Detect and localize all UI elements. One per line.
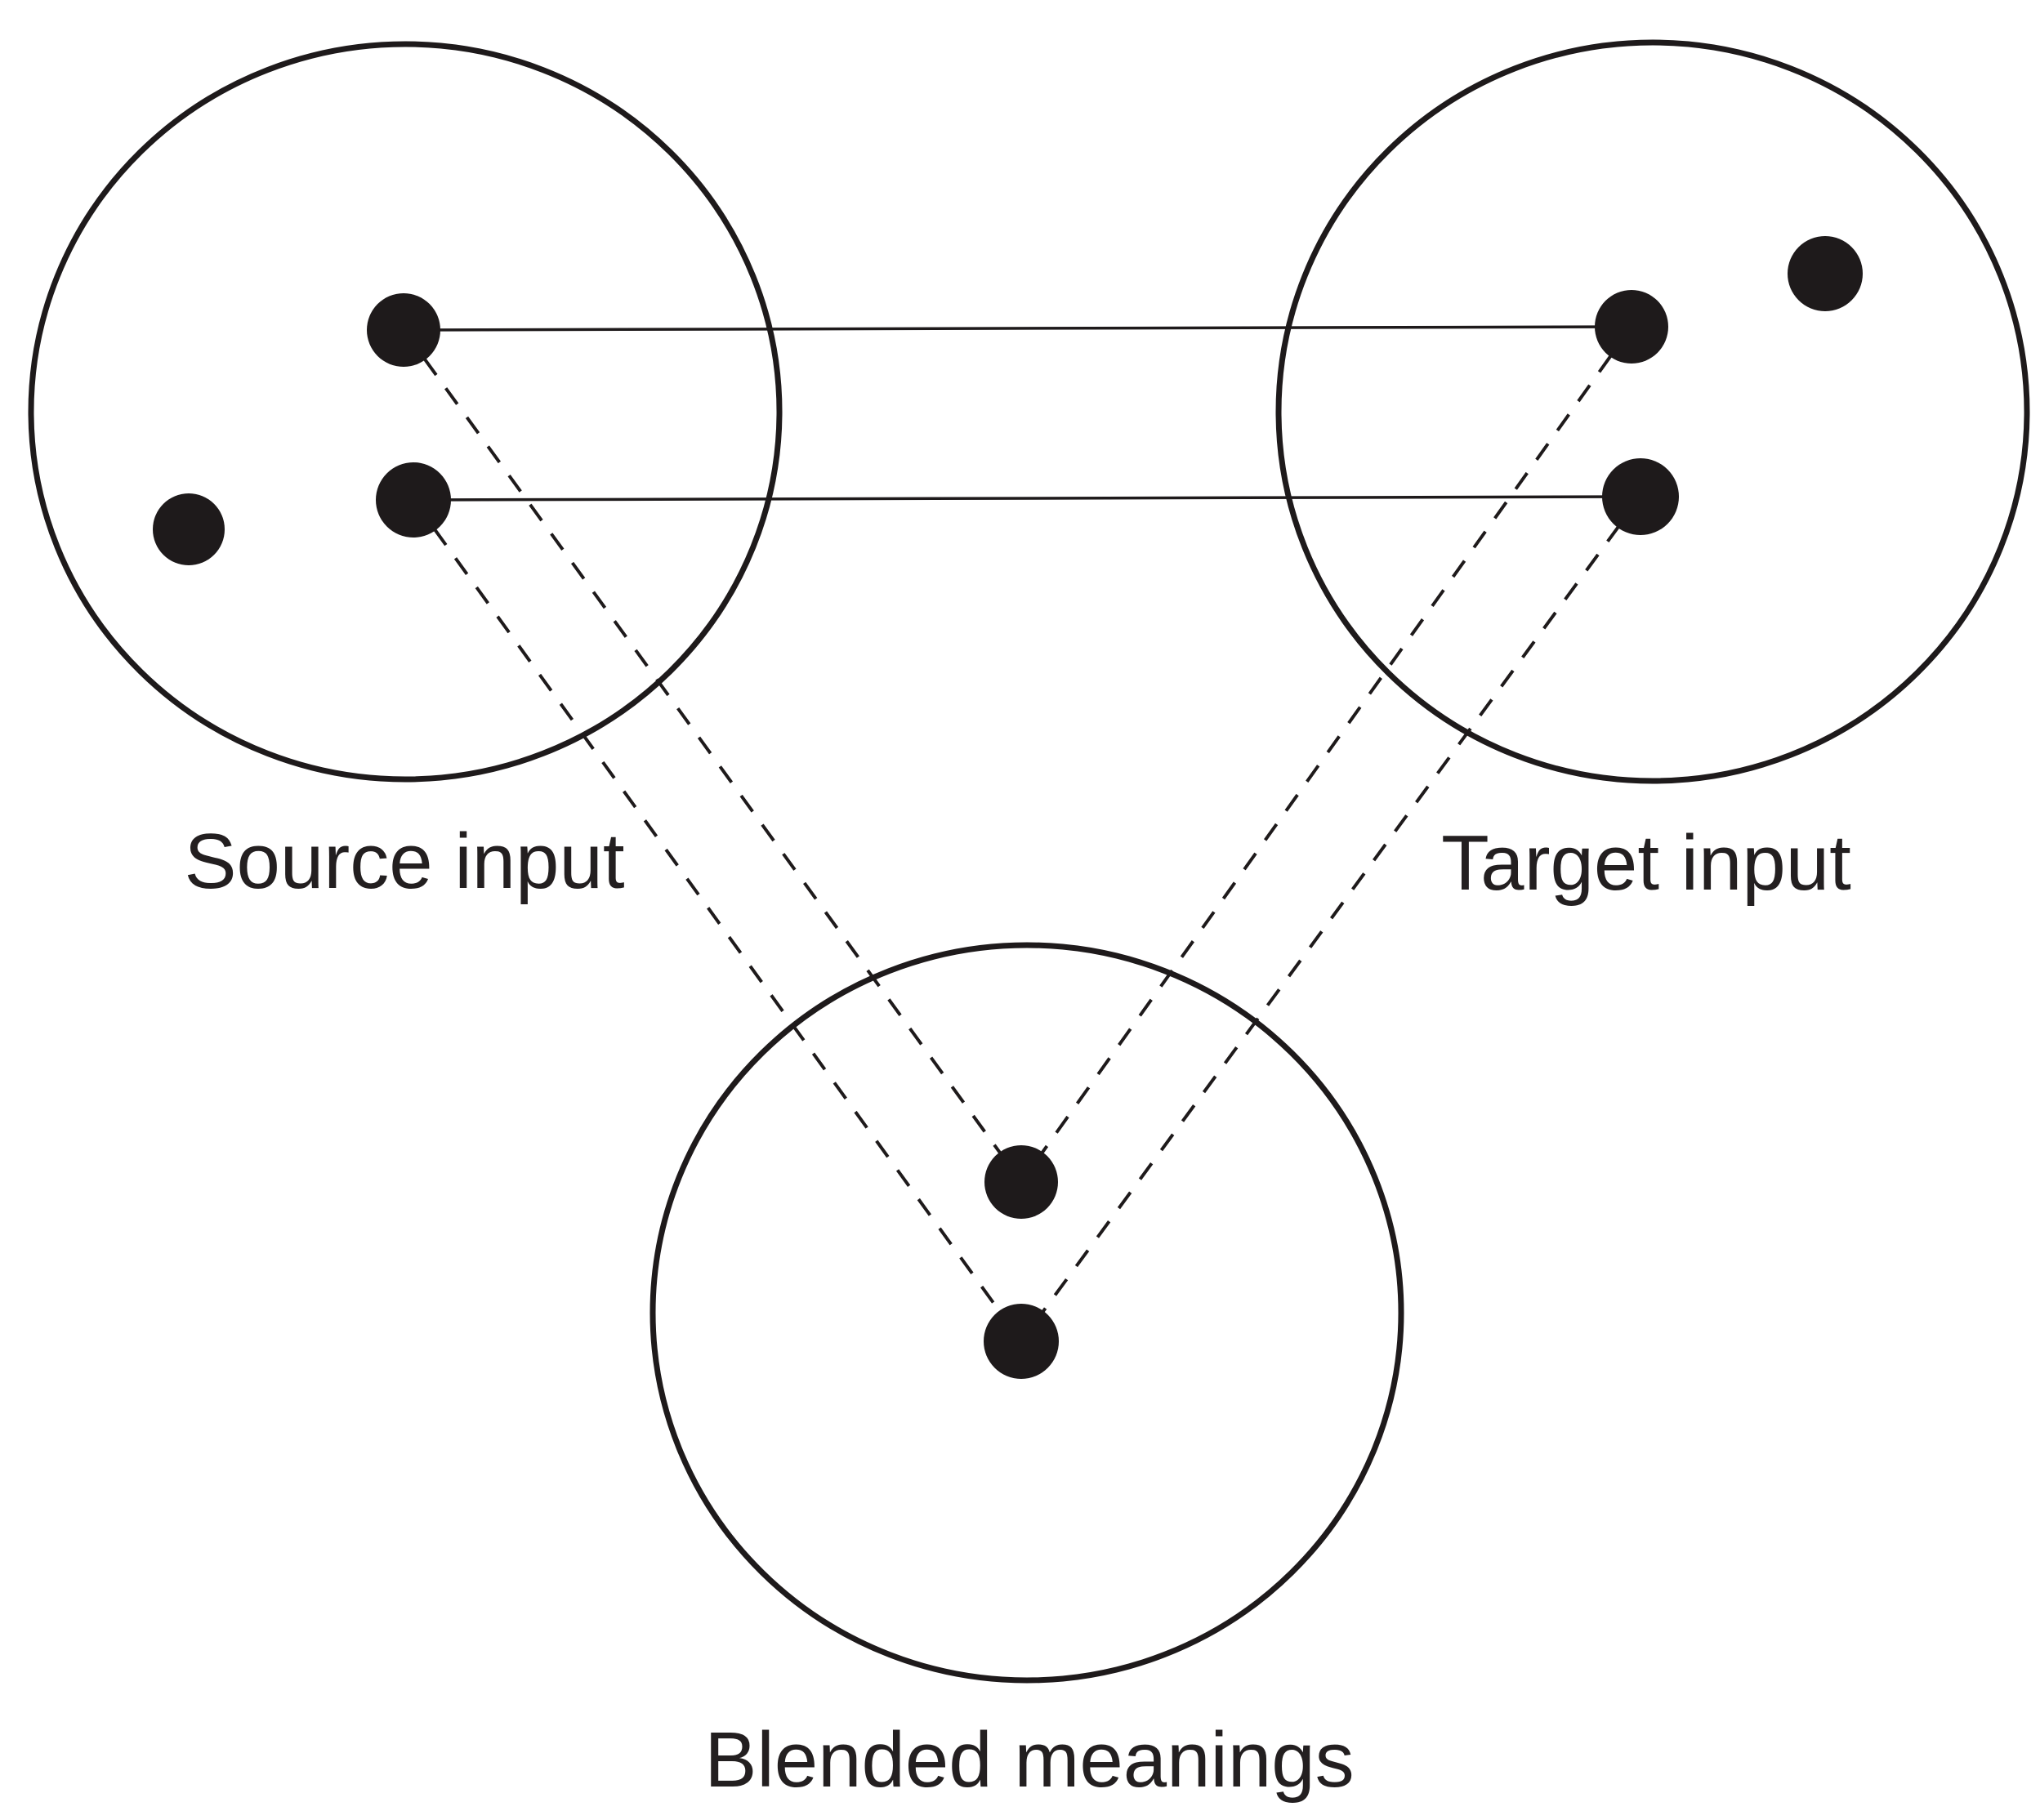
blend-space-label: Blended meanings [704,1716,1354,1804]
element-dots-layer [153,236,1863,1379]
projection-link-projection-source-top [402,328,1023,1184]
blend-dot-bottom [984,1304,1059,1379]
source-dot-left [153,493,225,565]
blend-dot-top [984,1145,1058,1219]
space-circles-layer [28,39,2030,1684]
target-space-circle [1275,39,2030,784]
projection-link-projection-source-mid [412,498,1023,1343]
projection-link-projection-target-low [1020,495,1642,1343]
counterpart-link-counterpart-top [403,325,1632,332]
source-space-circle [28,41,783,783]
source-dot-mid [376,462,451,538]
target-space-label: Target input [1441,819,1851,907]
target-dot-top [1595,290,1668,364]
projection-link-projection-target-top [1020,325,1633,1184]
target-dot-extra [1788,236,1863,311]
counterpart-link-counterpart-bottom [413,495,1641,502]
source-space-label: Source input [184,818,624,905]
blend-space-circle [649,942,1404,1684]
target-dot-low [1602,458,1679,535]
mapping-links-layer [402,325,1642,1343]
source-dot-top [367,293,440,367]
